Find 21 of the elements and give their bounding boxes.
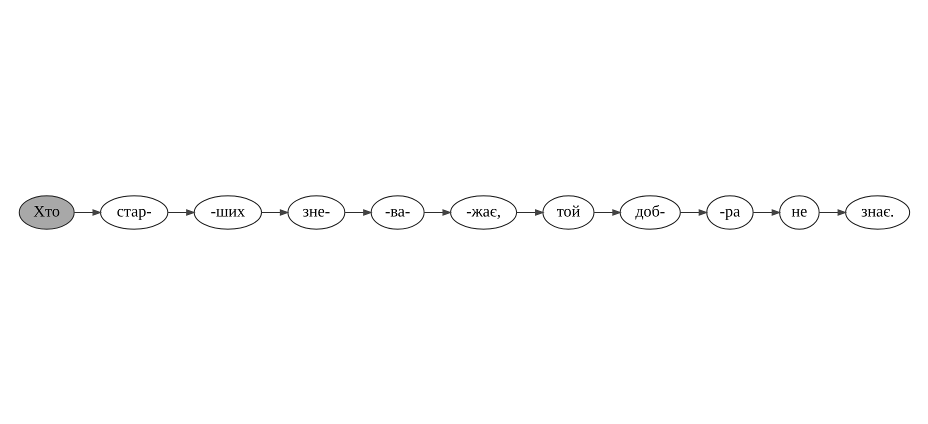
node-ellipse: -ра	[706, 194, 754, 230]
node-ellipse: Хто	[18, 194, 74, 230]
arrow	[167, 208, 196, 216]
node-ellipse: -ва-	[370, 194, 424, 230]
node-ellipse: доб-	[619, 194, 680, 230]
node-ellipse: -жає,	[450, 194, 517, 230]
arrow	[818, 208, 847, 216]
arrow	[74, 208, 102, 216]
arrow	[516, 208, 544, 216]
node-ellipse: той	[542, 194, 594, 230]
arrow	[344, 208, 372, 216]
node-ellipse: знає.	[844, 194, 910, 230]
arrow	[680, 208, 708, 216]
arrow	[424, 208, 452, 216]
node-ellipse: не	[778, 194, 820, 230]
node-ellipse: зне-	[286, 194, 345, 230]
arrow	[261, 208, 289, 216]
arrow	[593, 208, 622, 216]
node-ellipse: -ших	[193, 194, 262, 230]
node-ellipse: стар-	[100, 194, 168, 230]
arrow	[752, 208, 781, 216]
